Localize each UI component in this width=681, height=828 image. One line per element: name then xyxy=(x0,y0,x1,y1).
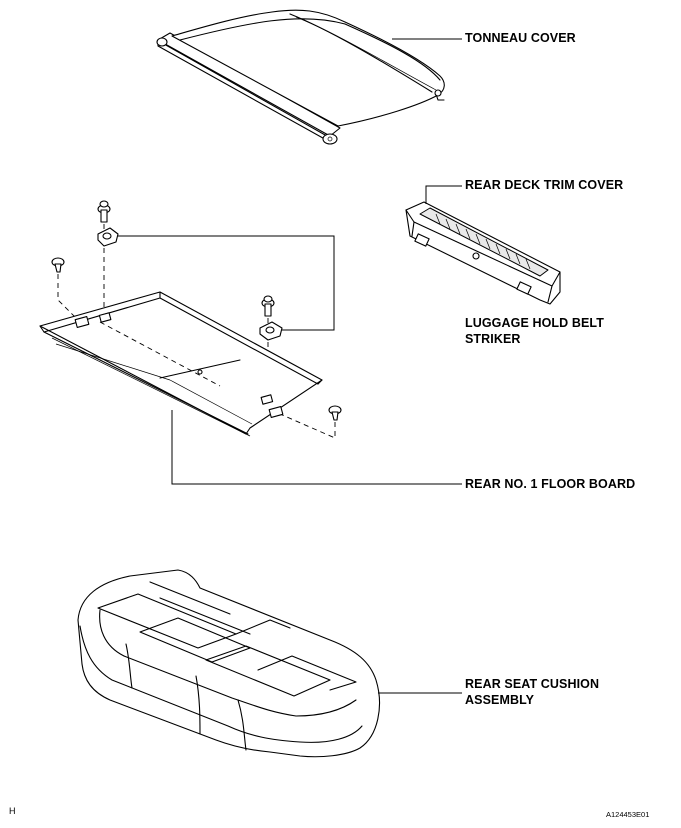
clip-right xyxy=(328,405,342,421)
fasteners-drawing xyxy=(51,200,342,439)
rear-seat-cushion-drawing xyxy=(77,569,462,758)
footer-left-mark: H xyxy=(9,806,16,816)
bolt-top xyxy=(97,200,111,223)
luggage-hold-belt-striker-label-line1: LUGGAGE HOLD BELT xyxy=(465,316,604,330)
rear-no1-floor-board-drawing xyxy=(39,291,462,485)
rear-no1-floor-board-label: REAR NO. 1 FLOOR BOARD xyxy=(465,477,636,491)
figure-code: A124453E01 xyxy=(606,810,650,819)
rear-deck-trim-cover-drawing xyxy=(405,185,561,305)
rear-deck-trim-cover-label: REAR DECK TRIM COVER xyxy=(465,178,624,192)
luggage-hold-belt-striker-label-line2: STRIKER xyxy=(465,332,521,346)
striker-lower xyxy=(259,321,283,341)
striker-upper xyxy=(97,227,119,247)
bolt-right xyxy=(261,295,275,317)
tonneau-cover-drawing xyxy=(156,9,462,145)
rear-seat-cushion-label-line1: REAR SEAT CUSHION xyxy=(465,677,600,691)
rear-seat-cushion-label-line2: ASSEMBLY xyxy=(465,693,535,707)
clip-left xyxy=(51,257,65,273)
tonneau-cover-label: TONNEAU COVER xyxy=(465,31,576,45)
